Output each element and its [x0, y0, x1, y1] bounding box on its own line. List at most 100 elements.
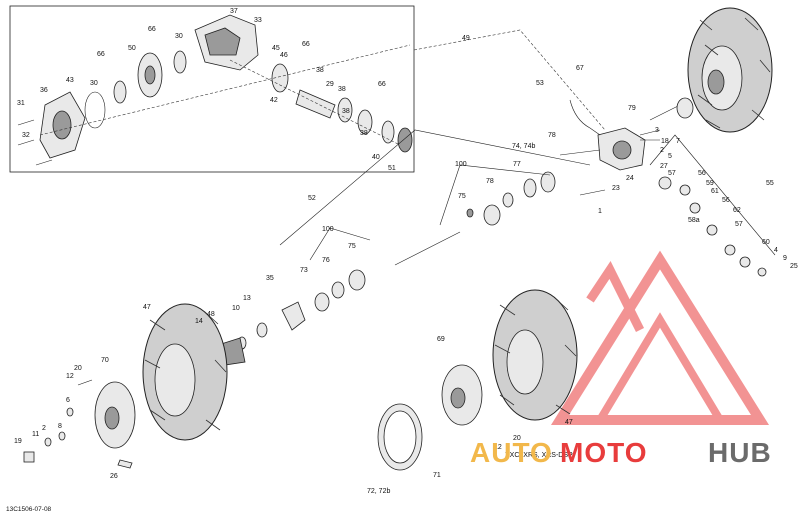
callout: 7 — [676, 138, 680, 145]
callout: 32 — [22, 132, 30, 139]
callout: 100 — [455, 161, 467, 168]
watermark-word-hub: HUB — [708, 437, 772, 468]
callout: 14 — [195, 318, 203, 325]
callout: 50 — [128, 45, 136, 52]
callout: 73 — [300, 267, 308, 274]
tire-left — [142, 303, 228, 441]
callout: 57 — [735, 221, 743, 228]
callout: 33 — [254, 17, 262, 24]
callout: 52 — [308, 195, 316, 202]
callout: 78 — [486, 178, 494, 185]
callout: 24 — [626, 175, 634, 182]
callout: 72, 72b — [367, 488, 390, 495]
watermark-logo — [550, 250, 770, 425]
callout: 9 — [783, 255, 787, 262]
callout: 36 — [40, 87, 48, 94]
differential-housing — [597, 127, 646, 171]
callout: 74, 74b — [512, 143, 535, 150]
callout: 57 — [668, 170, 676, 177]
callout: 49 — [462, 35, 470, 42]
callout: 78 — [548, 132, 556, 139]
callout: 20 — [74, 365, 82, 372]
callout: 47 — [143, 304, 151, 311]
callout: 70 — [101, 357, 109, 364]
suspension-parts-right — [658, 176, 767, 277]
callout: 1 — [598, 208, 602, 215]
callout: 43 — [66, 77, 74, 84]
inset-panel — [9, 5, 415, 173]
prop-shaft-upper — [466, 171, 556, 226]
callout: 5 — [668, 153, 672, 160]
callout: 48 — [207, 311, 215, 318]
callout: 35 — [266, 275, 274, 282]
callout: 60 — [762, 239, 770, 246]
tire-top-right — [687, 7, 773, 133]
callout: 11 — [32, 431, 39, 438]
callout: 66 — [302, 41, 310, 48]
prop-shaft-lower — [281, 269, 366, 331]
callout: 12 — [66, 373, 74, 380]
inset-callouts: 37 33 66 50 30 45 46 66 38 29 38 66 30 4… — [17, 8, 396, 172]
callout: 25 — [790, 263, 798, 270]
beadlock-ring — [377, 403, 423, 471]
watermark-text: AUTO MOTO HUB — [470, 437, 772, 468]
callout: 8 — [58, 423, 62, 430]
callout: 20 — [513, 435, 521, 442]
rim-left — [94, 381, 136, 449]
callout: 38 — [316, 67, 324, 74]
callout: 47 — [565, 419, 573, 426]
callout: 12 — [494, 444, 502, 451]
rim-bottom-right — [441, 364, 483, 426]
callout: 19 — [14, 438, 22, 445]
callout: 23 — [612, 185, 620, 192]
callout: 2 — [42, 425, 46, 432]
callout: 100 — [322, 226, 334, 233]
callout: 42 — [270, 97, 278, 104]
callout: 18 — [661, 138, 669, 145]
main-callouts: 49 67 53 79 78 3 74, 74b 100 77 78 75 52… — [14, 35, 798, 495]
callout: 56 — [698, 170, 706, 177]
callout: 31 — [17, 100, 25, 107]
callout: 75 — [348, 243, 356, 250]
callout: 76 — [322, 257, 330, 264]
callout: 62 — [733, 207, 741, 214]
callout: 29 — [326, 81, 334, 88]
callout: 55 — [766, 180, 774, 187]
callout: 66 — [97, 51, 105, 58]
callout: 2 — [660, 147, 664, 154]
callout: 45 — [272, 45, 280, 52]
callout: 3 — [655, 127, 659, 134]
callout: 67 — [576, 65, 584, 72]
callout: 77 — [513, 161, 521, 168]
callout: 13 — [243, 295, 251, 302]
callout: 40 — [372, 154, 380, 161]
watermark-word-moto: MOTO — [560, 437, 647, 468]
callout: 61 — [711, 188, 719, 195]
callout: 38 — [360, 130, 368, 137]
diagram-code: 13C1506-07-08 — [6, 506, 52, 513]
callout: 66 — [148, 26, 156, 33]
callout: 46 — [280, 52, 288, 59]
callout: 59 — [706, 180, 714, 187]
callout: 4 — [774, 247, 778, 254]
callout: 6 — [66, 397, 70, 404]
callout: 75 — [458, 193, 466, 200]
callout: 51 — [388, 165, 396, 172]
callout: 66 — [378, 81, 386, 88]
callout: 69 — [437, 336, 445, 343]
callout: 58a — [688, 217, 700, 224]
callout: 56 — [722, 197, 730, 204]
tire-bottom-right — [492, 289, 578, 421]
callout: 79 — [628, 105, 636, 112]
callout: 38 — [338, 86, 346, 93]
callout: 38 — [342, 108, 350, 115]
callout: 26 — [110, 473, 118, 480]
callout: 37 — [230, 8, 238, 15]
callout: 53 — [536, 80, 544, 87]
callout: 10 — [232, 305, 240, 312]
variant-note: XXC, XRS, XRS-DSP — [505, 452, 573, 459]
callout: 30 — [90, 80, 98, 87]
watermark-word-auto: AUTO — [470, 437, 553, 468]
callout: 30 — [175, 33, 183, 40]
